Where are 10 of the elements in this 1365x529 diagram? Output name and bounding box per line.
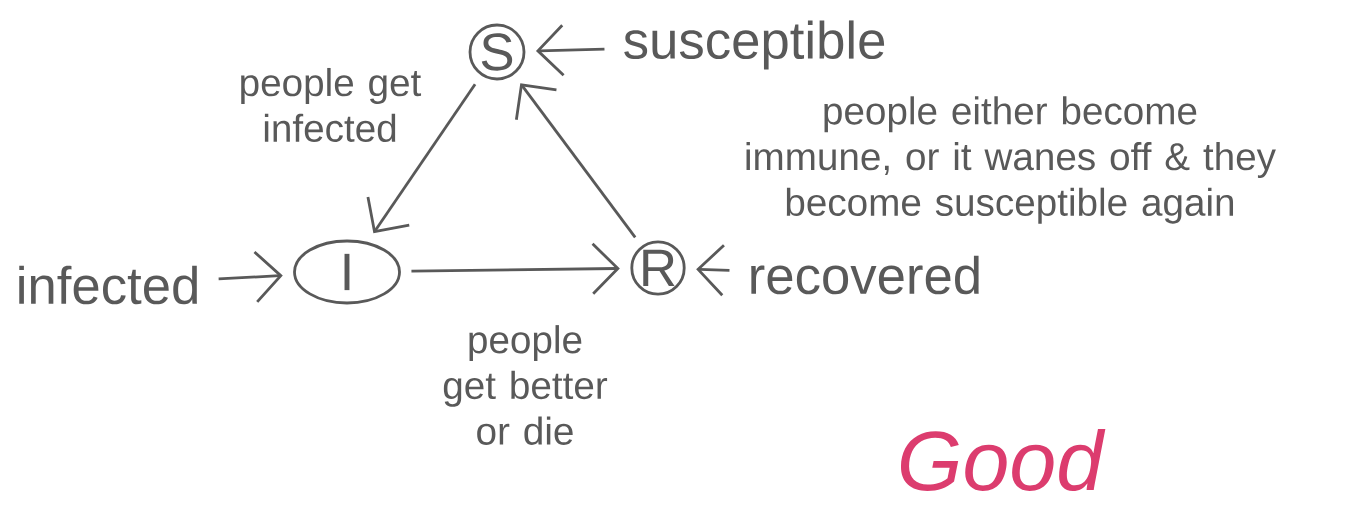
edge-label: people either become immune, or it wanes off & they become susceptible again [746, 96, 1276, 224]
arrow [514, 83, 637, 239]
state-name: susceptible [624, 20, 885, 70]
state-name: infected [19, 265, 197, 305]
edge-label: people get infected [241, 67, 422, 143]
edge-label: people get better or die [443, 325, 608, 445]
grade-note: Good [900, 429, 1106, 491]
state-name: recovered [751, 255, 979, 295]
arrow [366, 83, 477, 234]
arrow [411, 242, 620, 295]
